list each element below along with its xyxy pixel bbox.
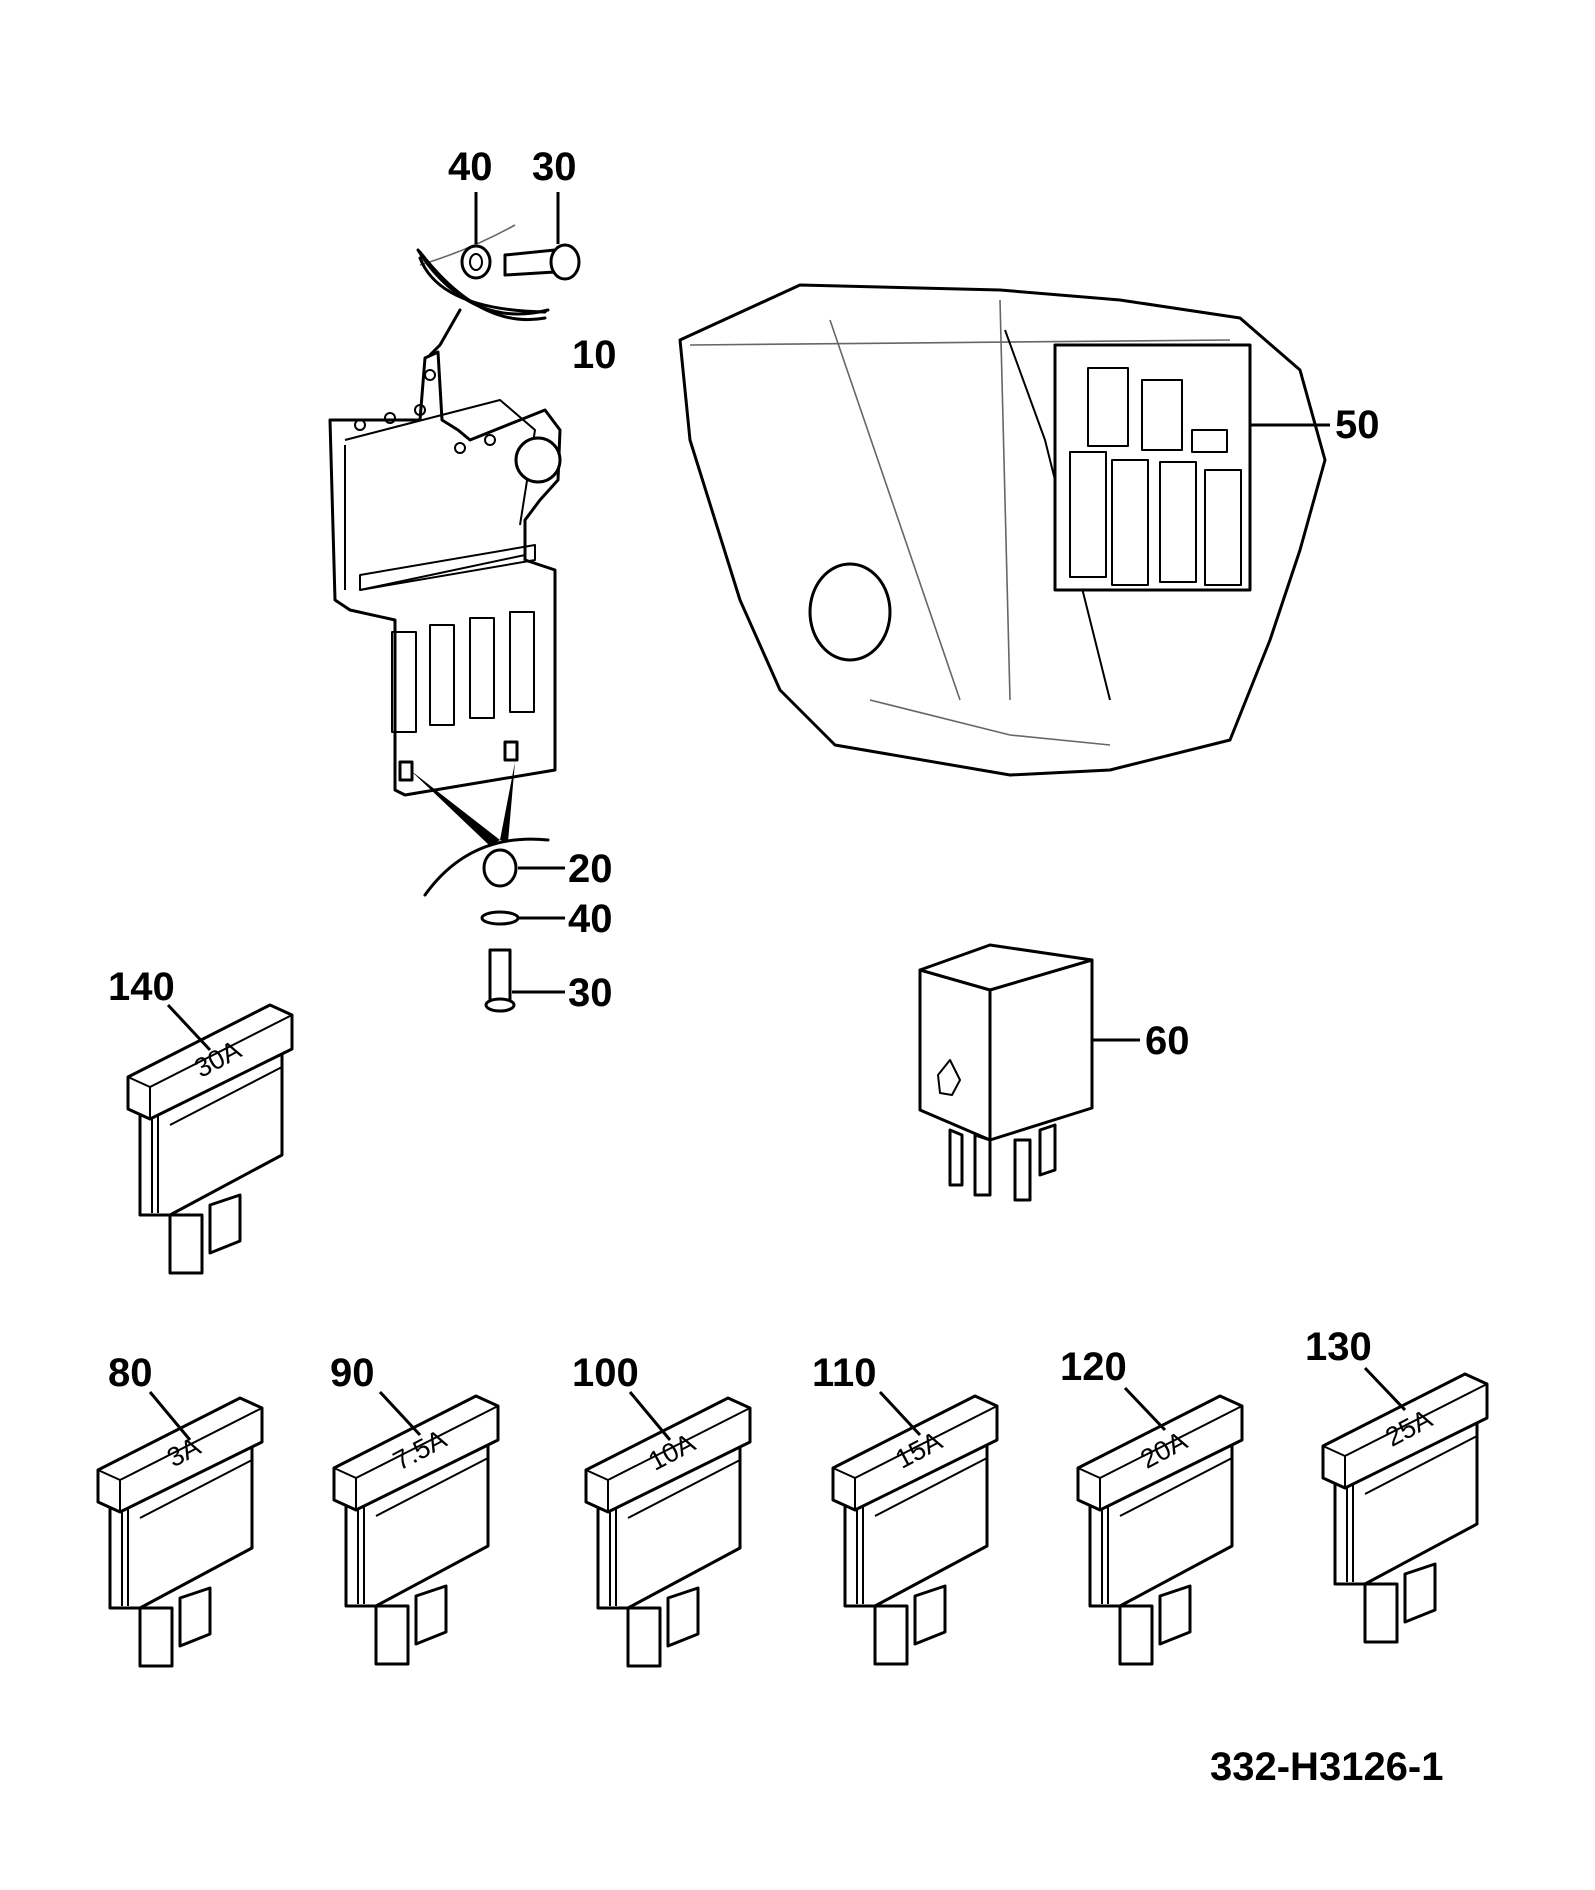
cover-knob <box>808 562 892 662</box>
callout-50: 50 <box>1335 403 1380 447</box>
screw-30-top <box>503 248 557 277</box>
fuse-140: 30A <box>126 1003 294 1275</box>
bracket-fuse-slots <box>391 611 535 733</box>
relay-marking <box>937 1059 961 1096</box>
washer-40-bottom <box>480 910 520 926</box>
drawing-number: 332-H3126-1 <box>1210 1745 1444 1789</box>
callout-30-top: 30 <box>532 145 577 189</box>
fuse-box-cover <box>678 283 1330 777</box>
callouts: 40 30 10 50 20 40 30 60 140 80 90 100 11… <box>108 145 1380 1395</box>
callout-90: 90 <box>330 1351 375 1395</box>
relay <box>918 943 1140 1202</box>
callout-130: 130 <box>1305 1325 1372 1369</box>
callout-100: 100 <box>572 1351 639 1395</box>
callout-140: 140 <box>108 965 175 1009</box>
fuse-130: 25A <box>1321 1372 1489 1644</box>
callout-120: 120 <box>1060 1345 1127 1389</box>
callout-40-bottom: 40 <box>568 897 613 941</box>
nut-20 <box>482 848 518 888</box>
washer-40-top <box>460 244 492 280</box>
bracket-screw-holes <box>354 369 496 454</box>
label-icons <box>1069 367 1242 586</box>
mounting-bracket <box>328 224 562 797</box>
callout-110: 110 <box>812 1351 877 1395</box>
callout-20: 20 <box>568 847 613 891</box>
callout-30-bottom: 30 <box>568 971 613 1015</box>
fuse-110: 15A <box>831 1394 999 1666</box>
callout-40-top: 40 <box>448 145 493 189</box>
callout-80: 80 <box>108 1351 153 1395</box>
top-fasteners <box>418 192 581 322</box>
fuse-chart-label <box>1053 343 1252 592</box>
fuse-120: 20A <box>1076 1394 1244 1666</box>
callout-10: 10 <box>572 333 617 377</box>
fuse-80: 3A <box>96 1396 264 1668</box>
bracket-hole <box>514 436 562 484</box>
bottom-fasteners <box>410 762 565 1013</box>
fuse-100: 10A <box>584 1396 752 1668</box>
callout-60: 60 <box>1145 1019 1190 1063</box>
fuse-leaders <box>148 1003 1407 1441</box>
screw-30-bottom <box>488 948 512 1004</box>
fuse-90: 7.5A <box>332 1394 500 1666</box>
